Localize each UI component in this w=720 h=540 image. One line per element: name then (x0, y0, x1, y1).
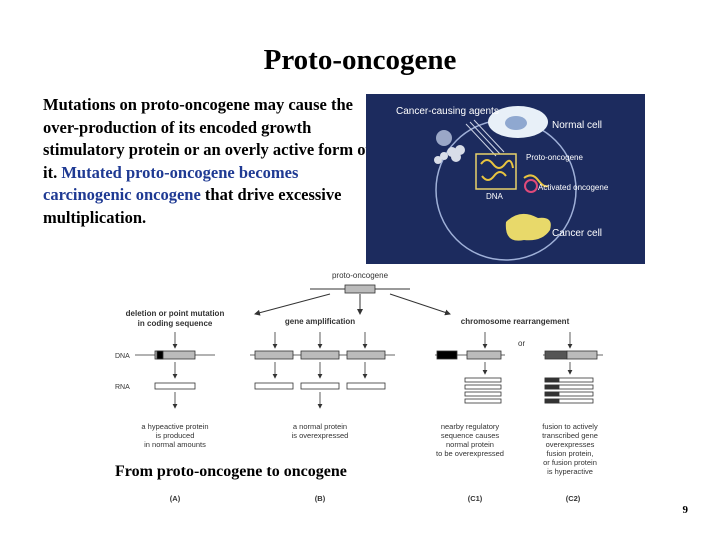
diagram-caption: From proto-oncogene to oncogene (112, 462, 350, 482)
column-c2 (543, 332, 603, 404)
top-label: proto-oncogene (332, 271, 389, 280)
cancer-cell-illustration: Cancer-causing agents Normal cell Proto-… (366, 94, 645, 264)
tag-c1: (C1) (468, 494, 483, 503)
oncogene-pathway-diagram: proto-oncogene deletion or point mutatio… (115, 271, 603, 503)
photo-label-cancer-cell: Cancer cell (552, 228, 602, 239)
desc-c1-2: sequence causes (441, 431, 500, 440)
photo-label-activated: Activated oncogene (538, 183, 609, 192)
normal-cell-nucleus (505, 116, 527, 130)
branch-arrow-c (389, 293, 451, 316)
desc-c2-5: or fusion protein (543, 458, 597, 467)
dna-strand (480, 159, 514, 181)
or-label: or (518, 339, 525, 348)
slide-paragraph: Mutations on proto-oncogene may cause th… (43, 94, 378, 229)
tag-b: (B) (315, 494, 326, 503)
radiation-lines (465, 119, 505, 157)
photo-label-agents-1: Cancer-causing agents (396, 106, 499, 117)
page-number: 9 (682, 504, 689, 516)
activated-strand (523, 174, 549, 188)
dna-box (475, 153, 517, 190)
agent-sphere (436, 130, 452, 146)
desc-c2-2: transcribed gene (542, 431, 598, 440)
desc-b-1: a normal protein (293, 422, 347, 431)
header-c: chromosome rearrangement (461, 317, 570, 326)
tag-a: (A) (170, 494, 181, 503)
top-gene-box (344, 284, 376, 294)
row-label-dna: DNA (115, 353, 130, 360)
cancer-cell-shape (505, 213, 551, 241)
desc-a-2: is produced (156, 431, 195, 440)
branch-arrow-a (254, 293, 331, 316)
desc-a-1: a hypeactive protein (141, 422, 208, 431)
desc-c1-1: nearby regulatory (441, 422, 500, 431)
desc-c2-6: is hyperactive (547, 467, 593, 476)
slide-title: Proto-oncogene (263, 44, 457, 76)
header-b: gene amplification (285, 317, 355, 326)
paragraph-highlight: Mutated proto-oncogene becomes carcinoge… (43, 162, 299, 205)
desc-c1-4: to be overexpressed (436, 449, 504, 458)
desc-a-3: in normal amounts (144, 440, 206, 449)
activated-oncogene-mark (524, 179, 538, 193)
desc-c2-1: fusion to actively (542, 422, 598, 431)
photo-label-dna: DNA (486, 192, 504, 201)
column-a (135, 332, 215, 409)
column-c1 (435, 332, 505, 404)
photo-label-proto: Proto-oncogene (526, 153, 583, 162)
paragraph-text-1: Mutations on proto-oncogene may cause th… (43, 95, 371, 182)
desc-c2-4: fusion protein, (546, 449, 593, 458)
tag-c2: (C2) (566, 494, 581, 503)
paragraph-text-2: that drive excessive multiplication. (43, 185, 342, 227)
header-a-line2: in coding sequence (138, 319, 213, 328)
desc-c1-3: normal protein (446, 440, 494, 449)
photo-label-normal-cell: Normal cell (552, 120, 602, 131)
row-label-rna: RNA (115, 384, 130, 391)
desc-b-2: is overexpressed (292, 431, 349, 440)
column-b (250, 332, 395, 409)
desc-c2-3: overexpresses (546, 440, 595, 449)
header-a-line1: deletion or point mutation (126, 309, 225, 318)
agent-cluster (434, 145, 465, 164)
